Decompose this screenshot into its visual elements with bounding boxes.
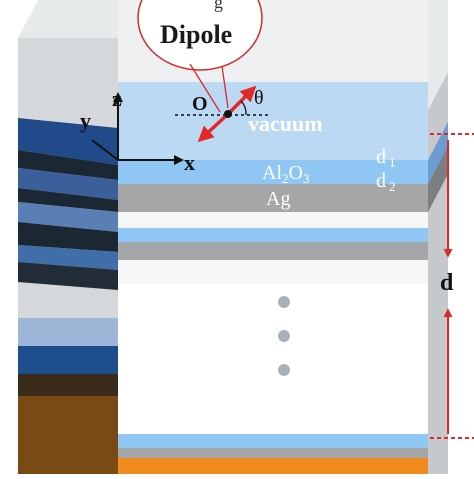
period-marker: d: [430, 133, 474, 439]
thickness-d1-sub: 1: [389, 155, 396, 170]
continuation-dots: [278, 296, 290, 376]
dipole-label: Dipole: [160, 20, 232, 49]
dipole-label-cut: g: [214, 0, 223, 12]
thickness-d1-letter: d: [376, 146, 386, 168]
substrate-layer: [118, 458, 428, 474]
metal-label: Ag: [266, 188, 290, 210]
dielectric-layer-2: [118, 228, 428, 242]
angle-arc: [240, 100, 247, 116]
dielectric-label-o: O: [289, 162, 303, 184]
dielectric-label-al: Al: [262, 162, 282, 184]
period-label: d: [440, 270, 454, 296]
dielectric-label-sub1: 2: [282, 171, 289, 186]
dielectric-layer-1: [118, 160, 428, 184]
dielectric-label-sub2: 3: [303, 171, 310, 186]
y-axis: [91, 139, 119, 161]
axis-y-label: y: [80, 108, 91, 133]
dipole-source: O θ: [175, 85, 270, 143]
stack-front-face: [118, 0, 428, 474]
vacuum-region: [118, 82, 428, 160]
thickness-d2-sub: 2: [389, 179, 396, 194]
origin-label: O: [192, 93, 208, 115]
dielectric-layer-n: [118, 434, 428, 448]
stack-right-face: [428, 72, 448, 474]
axis-z-label: z: [112, 86, 122, 111]
dipole-origin-point: [224, 110, 232, 118]
dipole-arrow-tail: [197, 112, 230, 143]
metal-layer-2: [118, 242, 428, 260]
dipole-callout: g Dipole: [137, 0, 263, 113]
stack-left-face: [18, 38, 118, 474]
dielectric-label: Al2O3: [262, 162, 309, 186]
coordinate-axes: z y x: [80, 86, 195, 175]
vacuum-label: vacuum: [248, 111, 323, 136]
angle-label: θ: [254, 87, 264, 109]
metal-layer-n: [118, 448, 428, 458]
thickness-d2-letter: d: [376, 170, 386, 192]
axis-x-label: x: [184, 150, 195, 175]
metal-layer-1: [118, 184, 428, 212]
